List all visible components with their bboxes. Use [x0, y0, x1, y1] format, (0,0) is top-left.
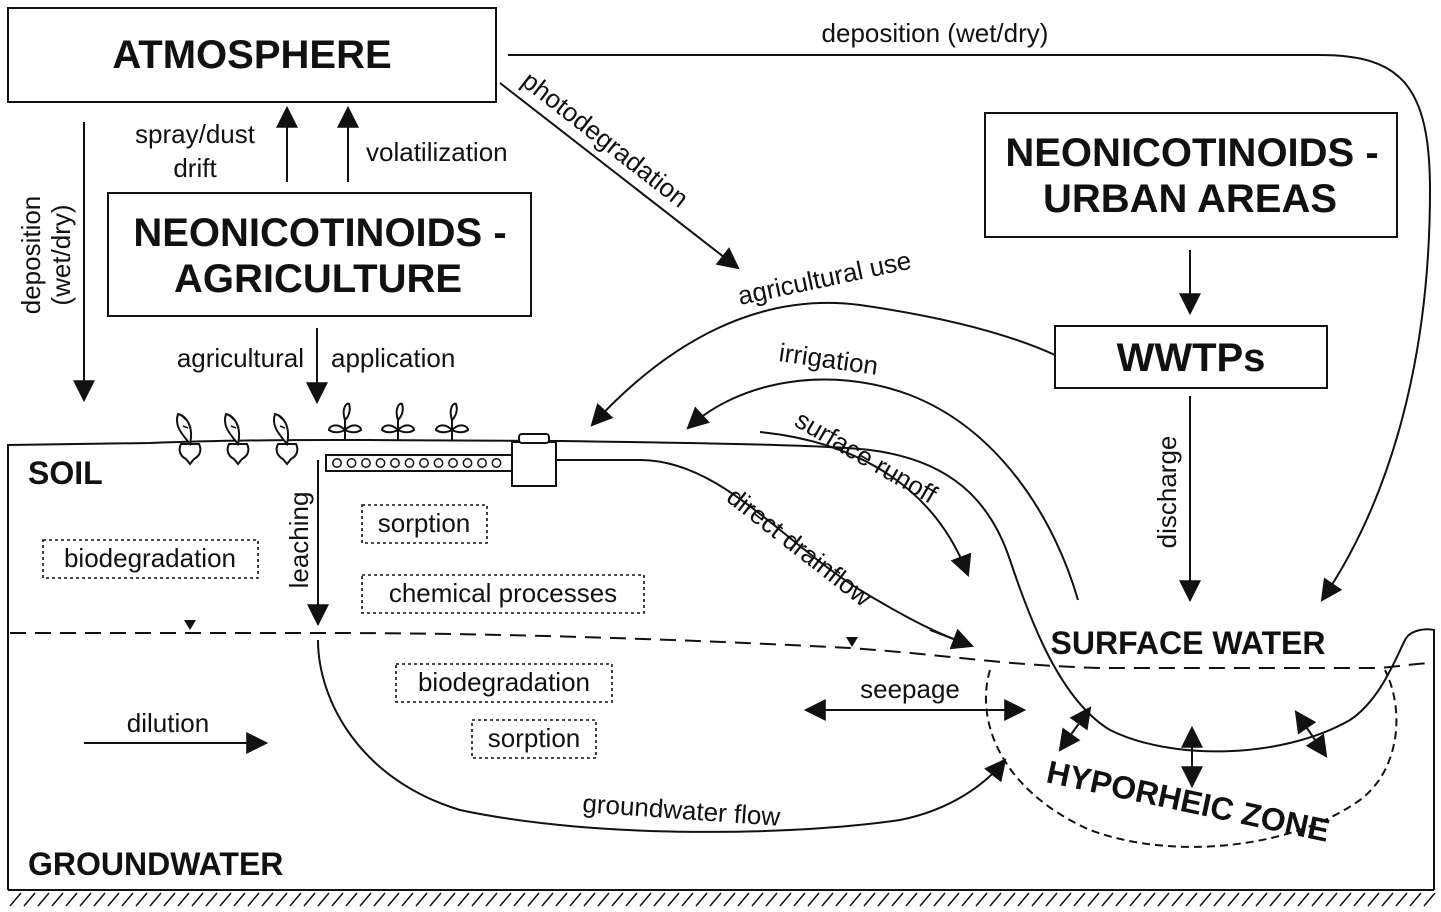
groundwater-flow-arrow: [317, 639, 1007, 833]
hyporheic-exchange-arrow-right: [1294, 710, 1328, 758]
atmosphere-title: ATMOSPHERE: [112, 33, 391, 77]
sugar-beet-icon: [224, 412, 250, 466]
spray-drift-label-line2: drift: [173, 153, 217, 183]
soil-label: SOIL: [28, 455, 103, 491]
groundwater-label: GROUNDWATER: [28, 846, 283, 882]
hyporheic-exchange-arrow-left: [1058, 706, 1092, 752]
seepage-label: seepage: [860, 674, 960, 704]
gw-sorption-label: sorption: [488, 723, 581, 753]
photodegradation-arrow: [499, 82, 740, 270]
agriculture-title-line1: NEONICOTINOIDS -: [133, 211, 506, 255]
photodegradation-label: photodegradation: [516, 65, 694, 213]
direct-drainflow-arrow: [929, 628, 975, 650]
surface-runoff-arrow: [759, 431, 972, 578]
irrigation-arrow: [686, 378, 1079, 601]
soil-biodegradation-label: biodegradation: [64, 543, 236, 573]
bedrock-hatch: [9, 892, 1436, 907]
soil-biodegradation-box: [42, 539, 259, 579]
wwtps-box: [1054, 325, 1328, 389]
wwtps-title: WWTPs: [1117, 336, 1266, 380]
surface-water-label: SURFACE WATER: [1051, 625, 1326, 661]
sugar-beet-icon: [273, 412, 299, 466]
agricultural-use-arrow: [590, 301, 1056, 427]
seedling-icon: [434, 402, 470, 440]
discharge-label: discharge: [1152, 436, 1182, 549]
drain-pipe-icon: [325, 433, 557, 487]
agricultural-use-label: agricultural use: [735, 245, 914, 311]
agricultural-application-label-right: application: [331, 343, 455, 373]
deposition-left-label-line1: deposition: [16, 196, 46, 315]
soil-chemical-box: [361, 574, 645, 614]
irrigation-label: irrigation: [777, 337, 880, 381]
agriculture-title-line2: AGRICULTURE: [174, 257, 462, 301]
agricultural-application-label-left: agricultural: [177, 343, 304, 373]
spray-drift-label-line1: spray/dust: [135, 119, 256, 149]
seedling-icon: [380, 402, 416, 440]
surface-runoff-label: surface runoff: [790, 404, 943, 510]
urban-title-line1: NEONICOTINOIDS -: [1005, 131, 1378, 175]
water-table-line: [10, 632, 1431, 669]
seedling-icon: [327, 402, 363, 440]
dilution-label: dilution: [127, 708, 209, 738]
water-table-marker-icon: [184, 620, 196, 630]
deposition-top-arrow: [508, 54, 1432, 602]
atmosphere-box: [7, 7, 497, 103]
gw-biodegradation-box: [395, 663, 613, 703]
hyporheic-zone-label: HYPORHEIC ZONE: [1044, 754, 1333, 849]
soil-outline: [7, 438, 1435, 890]
soil-sorption-box: [361, 504, 488, 544]
leaching-label: leaching: [284, 492, 314, 589]
hyporheic-zone-boundary: [984, 669, 1398, 848]
deposition-left-label-line2: (wet/dry): [46, 204, 76, 305]
volatilization-label: volatilization: [366, 137, 508, 167]
sugar-beet-icon: [176, 412, 202, 466]
urban-title-line2: URBAN AREAS: [1043, 177, 1337, 221]
groundwater-flow-label: groundwater flow: [582, 788, 782, 832]
water-table-marker-icon: [846, 637, 858, 647]
agriculture-box: [107, 192, 532, 317]
direct-drainflow-label: direct drainflow: [721, 481, 877, 612]
soil-chemical-label: chemical processes: [389, 578, 617, 608]
soil-sorption-label: sorption: [378, 508, 471, 538]
gw-sorption-box: [471, 719, 597, 759]
urban-box: [984, 112, 1398, 238]
deposition-top-label: deposition (wet/dry): [822, 18, 1049, 48]
gw-biodegradation-label: biodegradation: [418, 667, 590, 697]
